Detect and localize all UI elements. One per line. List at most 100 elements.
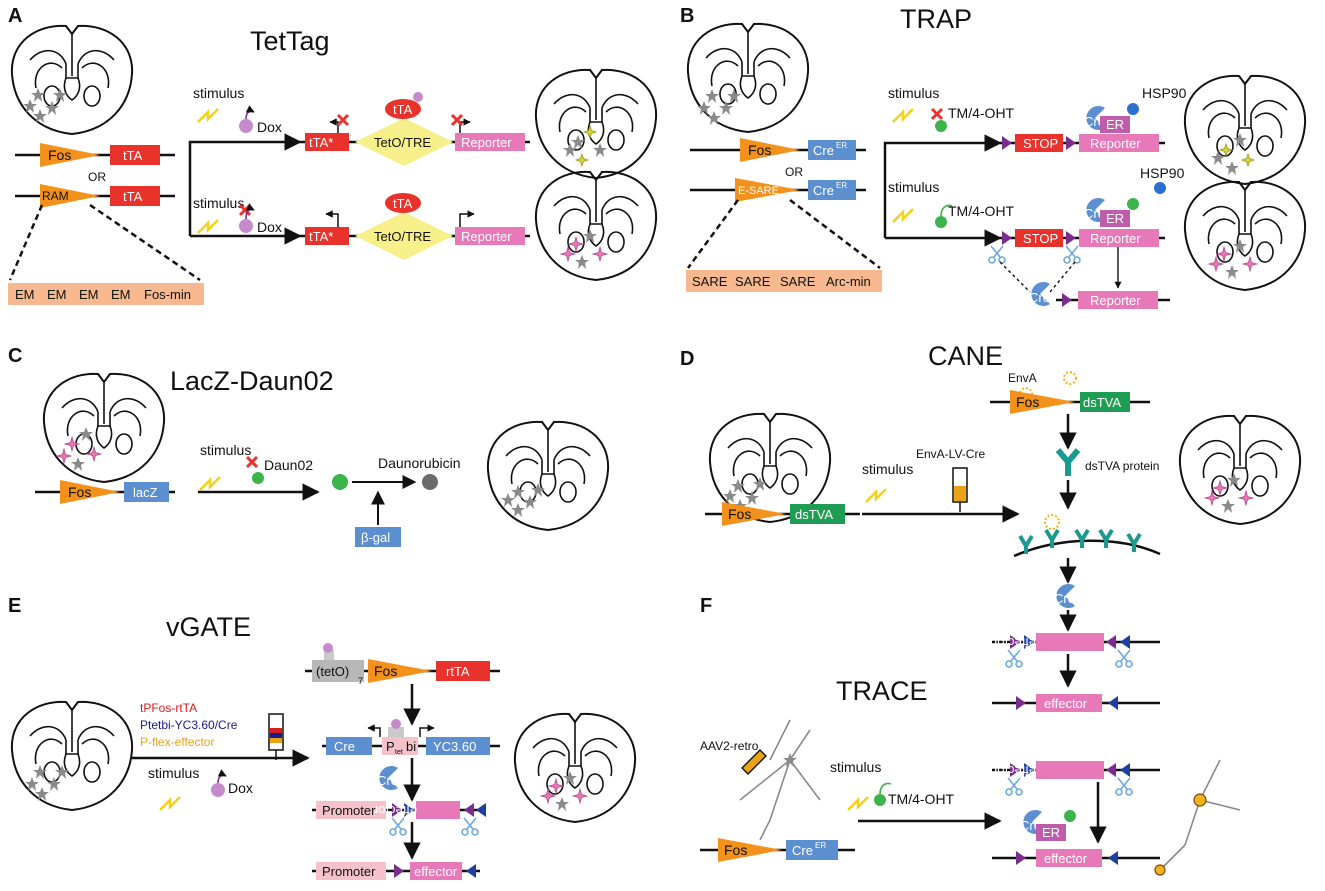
panel-e: E vGATE tPFos-rtTA Ptetbi-YC3.60/Cre P-f… [8, 595, 637, 880]
reporter-b3: Reporter [1090, 293, 1141, 308]
labeled-neuron-body [1193, 793, 1207, 807]
sare-2: SARE [735, 274, 771, 289]
dox-label-e: Dox [228, 780, 253, 796]
hsp90-label-b2: HSP90 [1140, 165, 1185, 181]
panel-a: A TetTag Fos tTA OR RAM tTA EM EM EM EM … [8, 5, 658, 305]
cre-label-b3: Cre [1029, 290, 1050, 305]
dstva-protein-label: dsTVA protein [1085, 459, 1159, 473]
em-3: EM [79, 287, 99, 302]
tta-protein-a1: tTA [393, 102, 413, 117]
brain-d2 [1178, 414, 1302, 525]
brain-c1 [42, 372, 166, 483]
stimulus-bolt-icon-2 [196, 218, 220, 235]
esare-label: E-SARE [738, 185, 779, 197]
panel-c-title: LacZ-Daun02 [170, 366, 334, 396]
scissor-icon-b2 [1063, 245, 1081, 264]
teto-diamond-a2 [355, 212, 453, 260]
brain-b1 [686, 22, 810, 133]
bgal-label: β-gal [361, 530, 390, 545]
legend-flex-effector: P-flex-effector [140, 735, 214, 749]
block-x-icon-2 [336, 113, 350, 127]
sare-array [686, 270, 882, 292]
reporter-a1: Reporter [461, 135, 512, 150]
panel-d: D CANE EnvA Fos dsTVA dsTVA protein Fos … [680, 341, 1302, 712]
tm-label-b1: TM/4-OHT [948, 105, 1015, 121]
er-sup-b1: ER [836, 141, 847, 150]
stimulus-a1: stimulus [193, 85, 244, 101]
fos-min: Fos-min [144, 287, 191, 302]
brain-a2 [534, 68, 658, 179]
yc360-label: YC3.60 [433, 739, 476, 754]
aav-label: AAV2-retro [700, 739, 759, 753]
neuron-cluster-e1 [25, 765, 69, 801]
brain-e1 [10, 700, 134, 811]
block-x-icon-b [930, 107, 944, 121]
arc-min: Arc-min [826, 274, 871, 289]
pink-neurons-d2 [1204, 473, 1254, 513]
em-4: EM [111, 287, 131, 302]
er-b2: ER [1106, 211, 1124, 226]
sare-1: SARE [692, 274, 728, 289]
tta-block-a1 [110, 145, 160, 165]
fos-label-b: Fos [748, 142, 771, 158]
legend-tpfos-rtta: tPFos-rtTA [140, 701, 197, 715]
panel-e-letter: E [8, 595, 21, 617]
daunorubicin-circle [422, 474, 438, 490]
scissor-icon-f2 [1115, 777, 1133, 796]
stimulus-bolt-icon-c [198, 475, 222, 492]
pink-neurons-b3 [1208, 239, 1258, 279]
promoter-e2: Promoter [322, 864, 376, 879]
enva-lv-cre-label: EnvA-LV-Cre [916, 447, 985, 461]
enva-virus-icon-2 [1063, 371, 1077, 385]
tta-label-a1: tTA [123, 148, 143, 163]
promoter-e1: Promoter [322, 803, 376, 818]
daun02-circle [332, 474, 348, 490]
sare-3: SARE [780, 274, 816, 289]
stop-b2: STOP [1023, 231, 1058, 246]
stimulus-bolt-icon [196, 107, 220, 124]
syringe-icon-f [741, 749, 767, 775]
hsp90-label-b1: HSP90 [1142, 85, 1187, 101]
fos-label-d1: Fos [1016, 394, 1039, 410]
teto-diamond-a1 [355, 118, 453, 166]
cre-er-f: Cre [792, 843, 813, 858]
effector-rev-d: effector [992, 635, 1036, 650]
panel-f-letter: F [700, 595, 712, 617]
em-2: EM [47, 287, 67, 302]
ptetbi-bi: bi [406, 739, 416, 754]
reporter-b1: Reporter [1090, 136, 1141, 151]
cre-er-b1: Cre [813, 143, 834, 158]
panel-a-title: TetTag [250, 26, 330, 56]
stimulus-f: stimulus [830, 759, 881, 775]
panel-a-letter: A [8, 5, 22, 27]
stimulus-b1: stimulus [888, 85, 939, 101]
scissor-icon-d2 [1115, 649, 1133, 668]
scissor-icon-b1 [988, 245, 1006, 264]
or-label-b: OR [785, 165, 803, 179]
stimulus-bolt-icon-b1 [891, 107, 915, 124]
panel-b-letter: B [680, 5, 694, 27]
tm-label-f: TM/4-OHT [888, 791, 955, 807]
tta-star-a1: tTA* [309, 135, 333, 150]
panel-b-title: TRAP [900, 4, 972, 34]
stimulus-bolt-icon-d [864, 487, 888, 504]
yellow-neurons-a2 [563, 125, 607, 167]
cre-label-b1: Cre [1084, 114, 1105, 129]
scissor-icon-e2 [461, 817, 479, 836]
panel-c: C LacZ-Daun02 Fos lacZ stimulus Daun02 D… [8, 345, 610, 547]
panel-b: B TRAP Fos Cre ER OR E-SARE Cre ER SARE … [680, 4, 1307, 309]
fos-label-f: Fos [724, 842, 747, 858]
enva-virus-bound-icon [1044, 514, 1060, 530]
stimulus-d: stimulus [862, 461, 913, 477]
dstva-label-d1: dsTVA [1083, 395, 1121, 410]
rtta-label: rtTA [446, 664, 470, 679]
daunorubicin-label: Daunorubicin [378, 455, 461, 471]
panel-d-letter: D [680, 348, 694, 370]
stimulus-bolt-icon-b2 [891, 207, 915, 224]
enva-label: EnvA [1008, 371, 1037, 385]
stimulus-b2: stimulus [888, 179, 939, 195]
neuron-cluster-b1 [697, 89, 741, 125]
er-b1: ER [1106, 117, 1124, 132]
tta-protein-a2: tTA [393, 196, 413, 211]
